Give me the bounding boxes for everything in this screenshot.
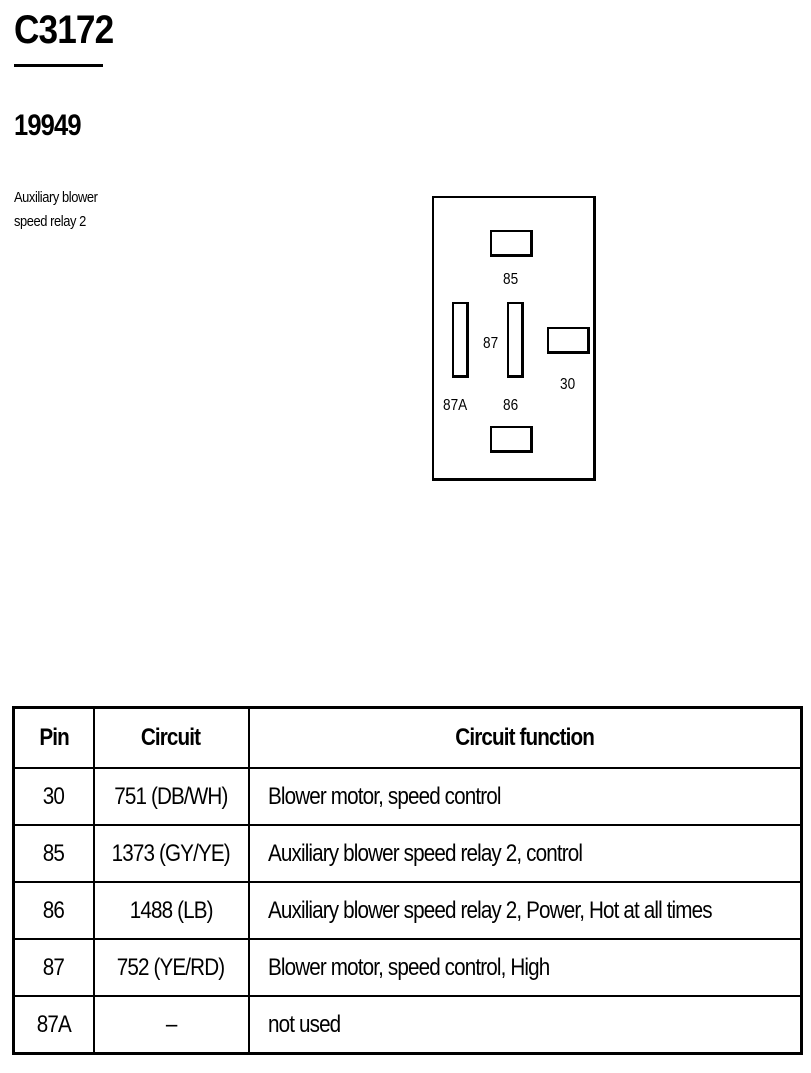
cell-function: Blower motor, speed control, High [247, 938, 803, 997]
terminal-86 [490, 426, 533, 453]
cell-pin: 86 [12, 881, 95, 940]
connector-description: Auxiliary blower speed relay 2 [14, 186, 98, 234]
cell-pin: 87 [12, 938, 95, 997]
connector-id: C3172 [14, 8, 114, 52]
cell-function: Auxiliary blower speed relay 2, Power, H… [247, 881, 803, 940]
part-number: 19949 [14, 109, 82, 142]
cell-pin: 87A [12, 995, 95, 1055]
cell-circuit: 1373 (GY/YE) [92, 824, 250, 883]
table-row: 87 752 (YE/RD) Blower motor, speed contr… [12, 938, 803, 997]
description-line-1: Auxiliary blower [14, 189, 98, 206]
header-pin: Pin [12, 706, 95, 769]
terminal-87 [507, 302, 524, 378]
pin-label-85: 85 [503, 271, 519, 288]
table-row: 87A – not used [12, 995, 803, 1055]
cell-pin: 30 [12, 767, 95, 826]
connector-id-underline [14, 64, 103, 67]
terminal-30 [547, 327, 590, 354]
table-row: 86 1488 (LB) Auxiliary blower speed rela… [12, 881, 803, 940]
pin-label-87a: 87A [443, 397, 468, 414]
pin-label-86: 86 [503, 397, 519, 414]
relay-connector-face: 85 87 30 87A 86 [432, 196, 596, 481]
cell-circuit: 1488 (LB) [92, 881, 250, 940]
cell-circuit: 752 (YE/RD) [92, 938, 250, 997]
cell-function: Auxiliary blower speed relay 2, control [247, 824, 803, 883]
pin-label-87: 87 [483, 335, 499, 352]
table-row: 85 1373 (GY/YE) Auxiliary blower speed r… [12, 824, 803, 883]
cell-circuit: 751 (DB/WH) [92, 767, 250, 826]
terminal-87a [452, 302, 469, 378]
cell-function: Blower motor, speed control [247, 767, 803, 826]
header-circuit: Circuit [92, 706, 250, 769]
cell-circuit: – [92, 995, 250, 1055]
table-header-row: Pin Circuit Circuit function [12, 706, 803, 769]
cell-pin: 85 [12, 824, 95, 883]
table-row: 30 751 (DB/WH) Blower motor, speed contr… [12, 767, 803, 826]
cell-function: not used [247, 995, 803, 1055]
pin-label-30: 30 [560, 376, 576, 393]
description-line-2: speed relay 2 [14, 213, 86, 230]
terminal-85 [490, 230, 533, 257]
pin-table: Pin Circuit Circuit function 30 751 (DB/… [12, 706, 803, 1055]
header-circuit-function: Circuit function [247, 706, 803, 769]
